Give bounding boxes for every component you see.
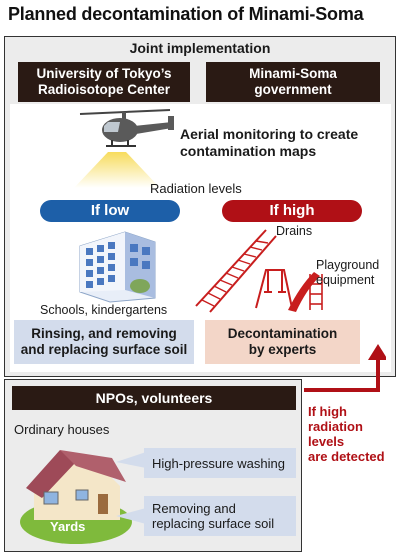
ordinary-houses-label: Ordinary houses: [14, 422, 110, 437]
high-action-box: Decontamination by experts: [205, 320, 360, 364]
schools-label: Schools, kindergartens: [40, 303, 168, 317]
if-high-badge: If high: [222, 200, 362, 222]
if-high-detected-label: If high radiation levels are detected: [308, 404, 385, 464]
high-pressure-washing-box: High-pressure washing: [144, 448, 296, 478]
joint-implementation-header: Joint implementation: [129, 40, 271, 56]
yards-label: Yards: [50, 519, 86, 534]
radiation-levels-label: Radiation levels: [150, 181, 242, 196]
house-icon: [20, 450, 132, 544]
low-action-box: Rinsing, and removing and replacing surf…: [14, 320, 194, 364]
bubble-pointer-soil: [116, 508, 146, 524]
npo-header: NPOs, volunteers: [12, 386, 296, 410]
bubble-pointer-washing: [116, 452, 146, 468]
drains-label: Drains: [276, 224, 313, 238]
partner-minami-soma: Minami-Soma government: [206, 62, 380, 102]
building-icon: [79, 231, 156, 303]
escalation-arrow-icon: [304, 344, 386, 392]
replace-soil-box: Removing and replacing surface soil: [144, 496, 296, 536]
playground-icon: [195, 229, 323, 313]
helicopter-icon: [74, 109, 174, 188]
partner-utokyo: University of Tokyo’s Radioisotope Cente…: [18, 62, 190, 102]
playground-label: Playground equipment: [316, 258, 380, 287]
if-low-badge: If low: [40, 200, 180, 222]
aerial-monitoring-text: Aerial monitoring to create contaminatio…: [180, 126, 359, 159]
page-title: Planned decontamination of Minami-Soma: [8, 4, 364, 24]
